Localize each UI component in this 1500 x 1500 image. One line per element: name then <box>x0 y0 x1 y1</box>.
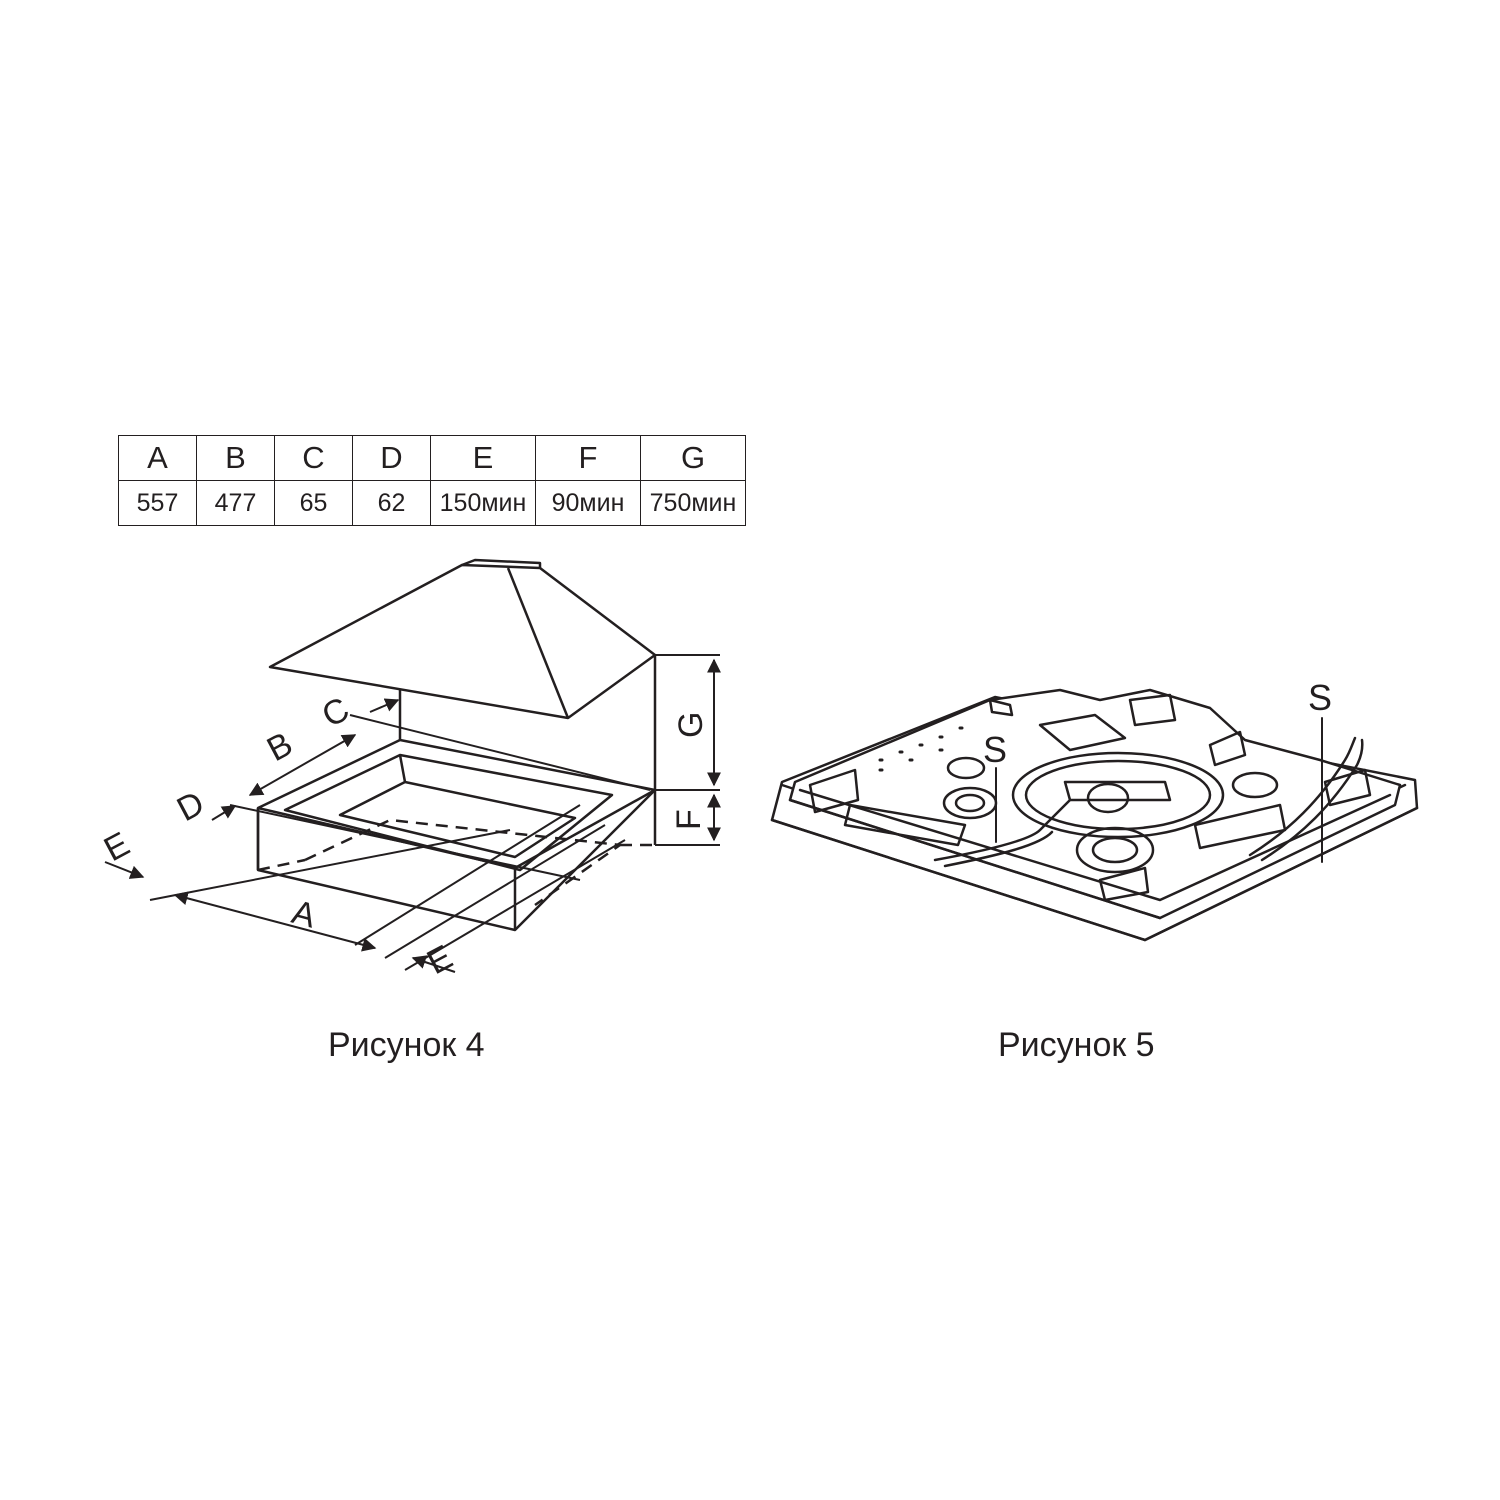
value-cell: 90мин <box>535 480 641 526</box>
label-g: G <box>672 712 710 738</box>
header-cell: B <box>196 435 275 481</box>
value-cell: 557 <box>118 480 197 526</box>
label-d: D <box>171 784 211 829</box>
value-cell: 65 <box>274 480 353 526</box>
dimensions-header-row: A B C D E F G <box>118 435 746 481</box>
value-cell: 477 <box>196 480 275 526</box>
value-cell: 750мин <box>640 480 746 526</box>
countertop-icon <box>256 738 657 932</box>
figure5-caption: Рисунок 5 <box>998 1026 1155 1064</box>
label-f: F <box>670 809 708 830</box>
figure5-drawing <box>770 688 1419 942</box>
label-e-left: E <box>98 825 136 869</box>
dimension-lines <box>104 654 721 973</box>
hood-icon <box>268 558 657 845</box>
hob-underside-icon <box>770 688 1419 942</box>
value-cell: 62 <box>352 480 431 526</box>
header-cell: A <box>118 435 197 481</box>
label-e-right: E <box>421 938 459 982</box>
figure4-drawing <box>104 558 721 973</box>
figure5-labels: S S <box>983 677 1332 770</box>
label-s-right: S <box>1308 677 1332 718</box>
dimensions-table: A B C D E F G 557 477 65 62 150мин 90мин… <box>118 435 746 526</box>
label-s-left: S <box>983 729 1007 770</box>
figure4-labels: A B C D E E G F <box>98 690 710 982</box>
header-cell: G <box>640 435 746 481</box>
value-cell: 150мин <box>430 480 536 526</box>
vent-dots <box>878 726 964 772</box>
label-b: B <box>261 725 299 769</box>
label-c: C <box>316 690 356 735</box>
dimensions-value-row: 557 477 65 62 150мин 90мин 750мин <box>118 480 746 526</box>
header-cell: D <box>352 435 431 481</box>
figure4-caption: Рисунок 4 <box>328 1026 485 1064</box>
label-a: A <box>288 893 320 936</box>
